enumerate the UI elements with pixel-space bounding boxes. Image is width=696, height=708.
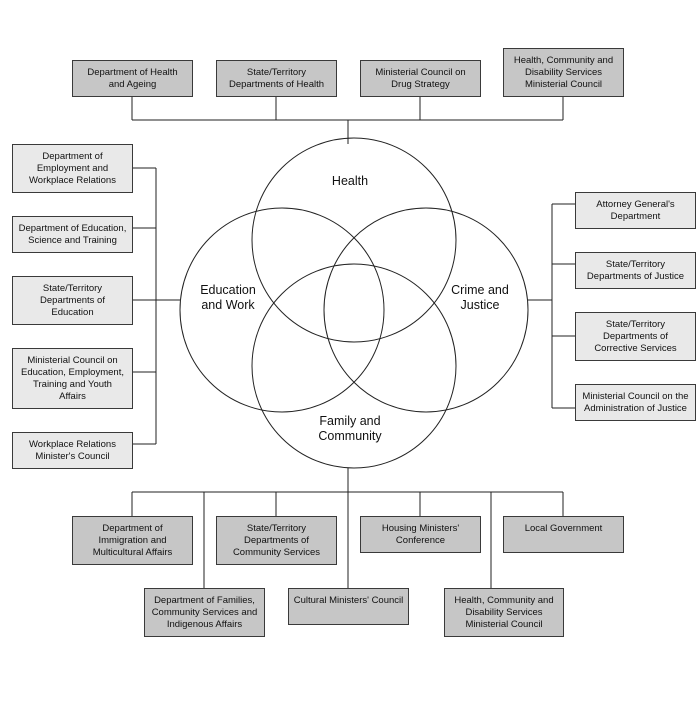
crime-label: Crime and Justice <box>451 283 509 312</box>
top-box-health-ageing: Department of Health and Ageing <box>72 60 193 97</box>
left-box-mceetya: Ministerial Council on Education, Employ… <box>12 348 133 409</box>
bottom-box-immigration: Department of Immigration and Multicultu… <box>72 516 193 565</box>
venn-circles <box>179 137 529 469</box>
bottom-box-cultural-ministers: Cultural Ministers' Council <box>288 588 409 625</box>
health-label: Health <box>331 174 369 188</box>
family-circle <box>251 263 457 469</box>
top-box-state-health: State/Territory Departments of Health <box>216 60 337 97</box>
left-box-workplace-council: Workplace Relations Minister's Council <box>12 432 133 469</box>
health-circle <box>251 137 457 343</box>
bottom-box-local-government: Local Government <box>503 516 624 553</box>
left-box-state-education: State/Territory Departments of Education <box>12 276 133 325</box>
left-box-employment: Department of Employment and Workplace R… <box>12 144 133 193</box>
right-box-administration-justice: Ministerial Council on the Administratio… <box>575 384 696 421</box>
family-label: Family and Community <box>318 414 382 443</box>
right-box-attorney-general: Attorney General's Department <box>575 192 696 229</box>
bottom-box-families: Department of Families, Community Servic… <box>144 588 265 637</box>
bottom-box-housing: Housing Ministers' Conference <box>360 516 481 553</box>
top-box-drug-strategy: Ministerial Council on Drug Strategy <box>360 60 481 97</box>
right-box-state-justice: State/Territory Departments of Justice <box>575 252 696 289</box>
education-label: Education and Work <box>200 283 256 312</box>
bottom-box-community-services: State/Territory Departments of Community… <box>216 516 337 565</box>
bottom-box-hcds-council: Health, Community and Disability Service… <box>444 588 564 637</box>
left-box-education-science: Department of Education, Science and Tra… <box>12 216 133 253</box>
right-box-corrective-services: State/Territory Departments of Correctiv… <box>575 312 696 361</box>
education-circle <box>179 207 385 413</box>
crime-circle <box>323 207 529 413</box>
top-box-hcds-council: Health, Community and Disability Service… <box>503 48 624 97</box>
